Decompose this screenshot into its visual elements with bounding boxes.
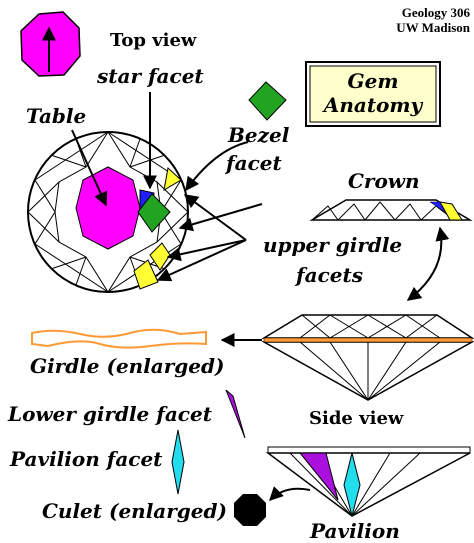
label-pavilion-facet: Pavilion facet bbox=[9, 447, 163, 471]
label-upper-girdle-line-1: upper girdle bbox=[263, 233, 402, 257]
label-top-view: Top view bbox=[110, 30, 197, 51]
arrow-crown-side bbox=[406, 226, 450, 301]
table-facet bbox=[75, 166, 141, 250]
pavilion-main-facet bbox=[343, 452, 361, 517]
label-crown: Crown bbox=[348, 169, 420, 193]
credit-line-2: UW Madison bbox=[396, 20, 471, 35]
top-view-table-octagon bbox=[20, 11, 81, 77]
label-girdle: Girdle (enlarged) bbox=[30, 354, 224, 378]
title-line-2: Anatomy bbox=[322, 93, 424, 117]
side-girdle-band bbox=[263, 337, 473, 343]
label-pavilion: Pavilion bbox=[309, 519, 400, 543]
arrow-bezel bbox=[185, 141, 249, 192]
bezel-facet bbox=[137, 193, 171, 233]
upper-girdle-facet-top bbox=[163, 167, 182, 191]
label-side-view: Side view bbox=[309, 408, 404, 429]
round-brilliant-top-view bbox=[27, 131, 189, 293]
label-lower-girdle: Lower girdle facet bbox=[7, 402, 213, 426]
crown-shape bbox=[309, 199, 473, 221]
upper-girdle-facet-bottom bbox=[133, 259, 159, 290]
label-upper-girdle-line-2: facets bbox=[294, 263, 363, 287]
title-line-1: Gem bbox=[348, 69, 399, 93]
girdle-enlarged bbox=[31, 328, 207, 349]
label-table: Table bbox=[26, 104, 86, 128]
arrow-bezel-2 bbox=[178, 203, 263, 232]
label-culet: Culet (enlarged) bbox=[42, 499, 227, 523]
title-box: Gem Anatomy bbox=[305, 61, 441, 127]
label-bezel-line-2: facet bbox=[224, 151, 282, 175]
arrow-table bbox=[71, 129, 108, 207]
arrow-culet bbox=[269, 486, 311, 501]
upper-girdle-pointer bbox=[156, 194, 247, 282]
pavilion-facet-sample bbox=[171, 429, 185, 495]
lower-girdle-facet-sample bbox=[225, 389, 246, 439]
pavilion-lower-girdle-facet bbox=[298, 452, 339, 501]
label-bezel-line-1: Bezel bbox=[227, 123, 290, 147]
credit-line-1: Geology 306 bbox=[402, 5, 471, 20]
culet-octagon bbox=[234, 494, 266, 526]
label-star-facet: star facet bbox=[96, 64, 204, 88]
bezel-facet-sample bbox=[248, 81, 287, 121]
side-view-diamond bbox=[261, 314, 474, 401]
pavilion-view bbox=[265, 446, 471, 517]
